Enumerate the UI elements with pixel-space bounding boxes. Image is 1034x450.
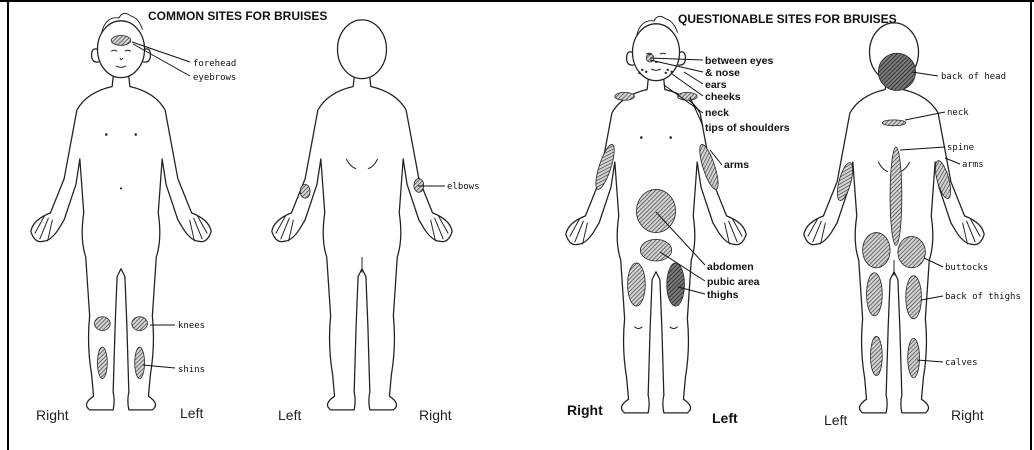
buttock-bruise-left bbox=[863, 233, 890, 268]
label-shins: shins bbox=[178, 365, 205, 375]
common-front-side-right: Right bbox=[36, 407, 69, 423]
back-thigh-bruise-left bbox=[867, 273, 883, 316]
label-eyebrows: eyebrows bbox=[193, 73, 236, 83]
thigh-bruise-right bbox=[628, 263, 646, 306]
label-abdomen: abdomen bbox=[707, 261, 754, 273]
label-knees: knees bbox=[178, 321, 205, 331]
label-neck-back: neck bbox=[947, 108, 969, 118]
common-sites-panel: COMMON SITES FOR BRUISES forehead eyebro… bbox=[31, 9, 480, 423]
label-thighs-front: thighs bbox=[707, 289, 739, 301]
label-pubic-area: pubic area bbox=[707, 276, 760, 288]
label-back-of-head: back of head bbox=[941, 72, 1006, 82]
label-arms-back: arms bbox=[962, 160, 984, 170]
knee-bruise-left bbox=[132, 317, 148, 331]
label-between-eyes: between eyes bbox=[705, 55, 773, 67]
questionable-front-side-left: Left bbox=[712, 410, 738, 426]
label-ears: ears bbox=[705, 79, 727, 91]
label-buttocks: buttocks bbox=[945, 263, 988, 273]
questionable-back-side-right: Right bbox=[951, 407, 984, 423]
label-arms-front: arms bbox=[724, 159, 749, 171]
abdomen-bruise bbox=[636, 189, 675, 232]
calf-bruise-left bbox=[870, 336, 882, 375]
common-back-figure bbox=[272, 20, 452, 410]
label-tips-of-shoulders: tips of shoulders bbox=[705, 122, 790, 134]
pubic-bruise bbox=[640, 239, 671, 261]
neck-bruise-back bbox=[882, 120, 906, 126]
shoulder-bruise-right bbox=[615, 92, 635, 100]
elbow-bruise-left bbox=[300, 184, 310, 198]
spine-bruise bbox=[890, 147, 902, 245]
label-forehead: forehead bbox=[193, 59, 236, 69]
elbow-bruise-right bbox=[414, 179, 424, 193]
shin-bruise-right bbox=[97, 347, 107, 378]
label-calves: calves bbox=[945, 358, 978, 368]
thigh-bruise-left bbox=[667, 263, 685, 306]
calf-bruise-right bbox=[908, 338, 920, 377]
label-neck-front: neck bbox=[705, 107, 729, 119]
label-back-of-thighs: back of thighs bbox=[945, 292, 1021, 302]
questionable-front-side-right: Right bbox=[567, 402, 603, 418]
common-back-side-left: Left bbox=[278, 407, 301, 423]
questionable-sites-title: QUESTIONABLE SITES FOR BRUISES bbox=[678, 12, 897, 26]
back-of-head-bruise bbox=[878, 53, 915, 90]
questionable-back-side-left: Left bbox=[824, 412, 847, 428]
forehead-bruise bbox=[111, 36, 131, 46]
questionable-sites-panel: QUESTIONABLE SITES FOR BRUISES bbox=[566, 12, 1021, 428]
label-nose: & nose bbox=[705, 67, 740, 79]
buttock-bruise-right bbox=[898, 236, 925, 267]
shin-bruise-left bbox=[135, 347, 145, 378]
common-front-side-left: Left bbox=[180, 405, 203, 421]
common-back-side-right: Right bbox=[419, 407, 452, 423]
label-elbows: elbows bbox=[447, 182, 480, 192]
back-thigh-bruise-right bbox=[906, 276, 922, 319]
knee-bruise-right bbox=[95, 317, 111, 331]
label-spine: spine bbox=[947, 143, 974, 153]
label-cheeks: cheeks bbox=[705, 91, 741, 103]
common-sites-title: COMMON SITES FOR BRUISES bbox=[148, 9, 327, 23]
